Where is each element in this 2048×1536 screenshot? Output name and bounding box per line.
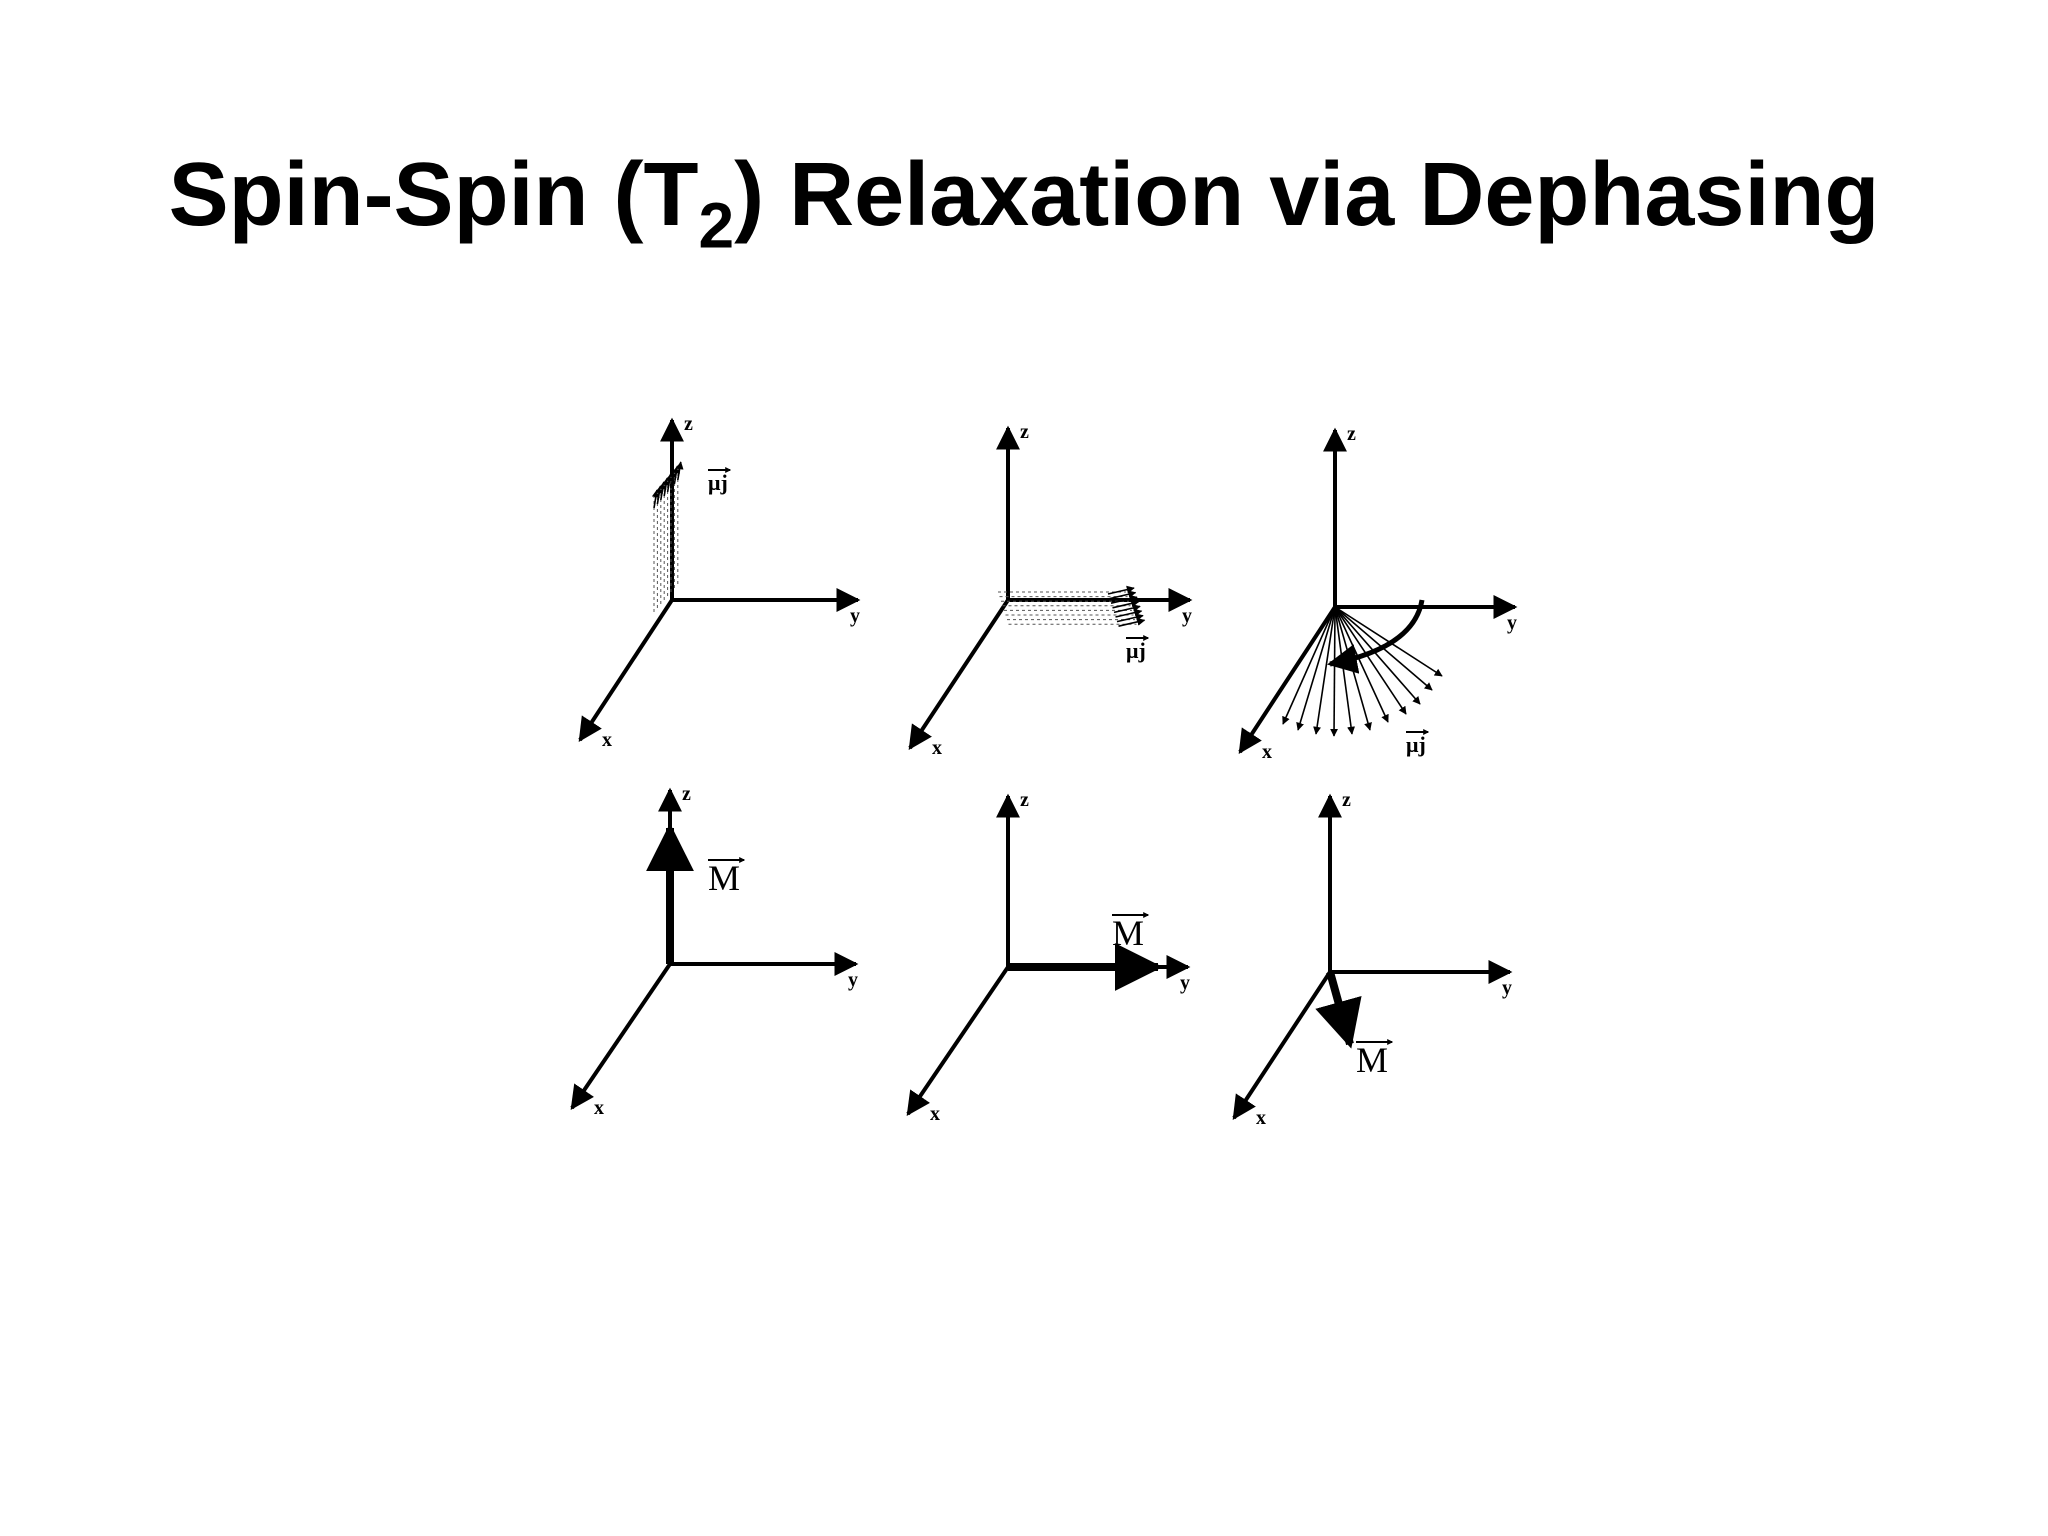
x-axis xyxy=(908,598,1010,751)
y-axis-label: y xyxy=(850,605,860,627)
spin-vector xyxy=(1109,590,1137,600)
spin-vector xyxy=(1334,606,1421,705)
spin-vector xyxy=(1112,599,1140,609)
spin-vector-label-group: μj xyxy=(708,467,732,495)
y-axis-label: y xyxy=(1180,972,1190,994)
x-axis-label: x xyxy=(602,729,612,751)
x-axis xyxy=(906,965,1010,1116)
x-axis-label: x xyxy=(1262,741,1272,763)
x-axis xyxy=(578,598,674,743)
dephasing-arrow xyxy=(1327,599,1425,674)
magnetization-vector xyxy=(1315,970,1362,1049)
x-axis-label: x xyxy=(930,1103,940,1125)
magnetization-label: M xyxy=(1356,1040,1388,1080)
spin-vector xyxy=(651,489,660,509)
spin-vector xyxy=(1116,613,1144,623)
title-suffix: ) Relaxation via Dephasing xyxy=(734,145,1880,245)
spin-vector xyxy=(1296,606,1336,731)
x-axis xyxy=(1232,970,1332,1121)
magnetization-label-group: M xyxy=(1112,912,1150,953)
z-axis-label: z xyxy=(1342,789,1351,811)
spin-vector xyxy=(655,485,664,505)
slide-title: Spin-Spin (T2) Relaxation via Dephasing xyxy=(0,150,2048,257)
magnetization-label: M xyxy=(1112,913,1144,953)
title-prefix: Spin-Spin (T xyxy=(168,145,699,245)
spin-vector-label: μj xyxy=(1126,638,1146,663)
x-axis-label: x xyxy=(1256,1107,1266,1129)
spin-vector-label: μj xyxy=(1406,732,1426,757)
spin-vector xyxy=(1115,608,1143,618)
panel-2: z y x μj xyxy=(908,421,1193,759)
magnetization-label-group: M xyxy=(1356,1039,1394,1080)
panel-1: z y x μj xyxy=(578,413,861,751)
z-axis-label: z xyxy=(682,783,691,805)
magnetization-label: M xyxy=(708,858,740,898)
y-axis-label: y xyxy=(848,969,858,991)
magnetization-label-group: M xyxy=(708,857,746,898)
spin-vector-label-group: μj xyxy=(1126,635,1150,663)
spin-vector xyxy=(662,477,670,497)
x-axis-label: x xyxy=(932,737,942,759)
spin-vector xyxy=(1334,606,1407,715)
spin-vector xyxy=(1110,594,1138,604)
spin-vector xyxy=(1107,585,1135,595)
panel-6: z y x M xyxy=(1232,789,1513,1129)
z-axis-label: z xyxy=(1347,423,1356,445)
panel-4: z y x M xyxy=(570,783,859,1119)
spin-vector xyxy=(1334,606,1389,723)
spin-vector xyxy=(675,461,684,481)
spin-vector xyxy=(1282,606,1336,725)
x-axis-label: x xyxy=(594,1097,604,1119)
z-axis-label: z xyxy=(1020,421,1029,443)
x-axis xyxy=(1238,605,1337,755)
z-axis-label: z xyxy=(1020,789,1029,811)
spin-vector xyxy=(658,481,667,501)
panel-5: z y x M xyxy=(906,789,1191,1125)
panel-3: z y x μj xyxy=(1238,423,1518,763)
x-axis xyxy=(570,962,672,1110)
spin-vector xyxy=(1330,606,1339,737)
z-axis-label: z xyxy=(684,413,693,435)
spin-vector xyxy=(672,465,681,485)
spin-vector-label-group: μj xyxy=(1406,729,1430,757)
y-axis-label: y xyxy=(1182,605,1192,627)
y-axis-label: y xyxy=(1507,612,1517,634)
y-axis-label: y xyxy=(1502,977,1512,999)
spin-vector-label: μj xyxy=(708,470,728,495)
title-subscript: 2 xyxy=(698,189,735,262)
spin-vector xyxy=(1313,606,1336,735)
spin-vector xyxy=(1113,604,1141,614)
spin-vector xyxy=(1118,617,1146,627)
